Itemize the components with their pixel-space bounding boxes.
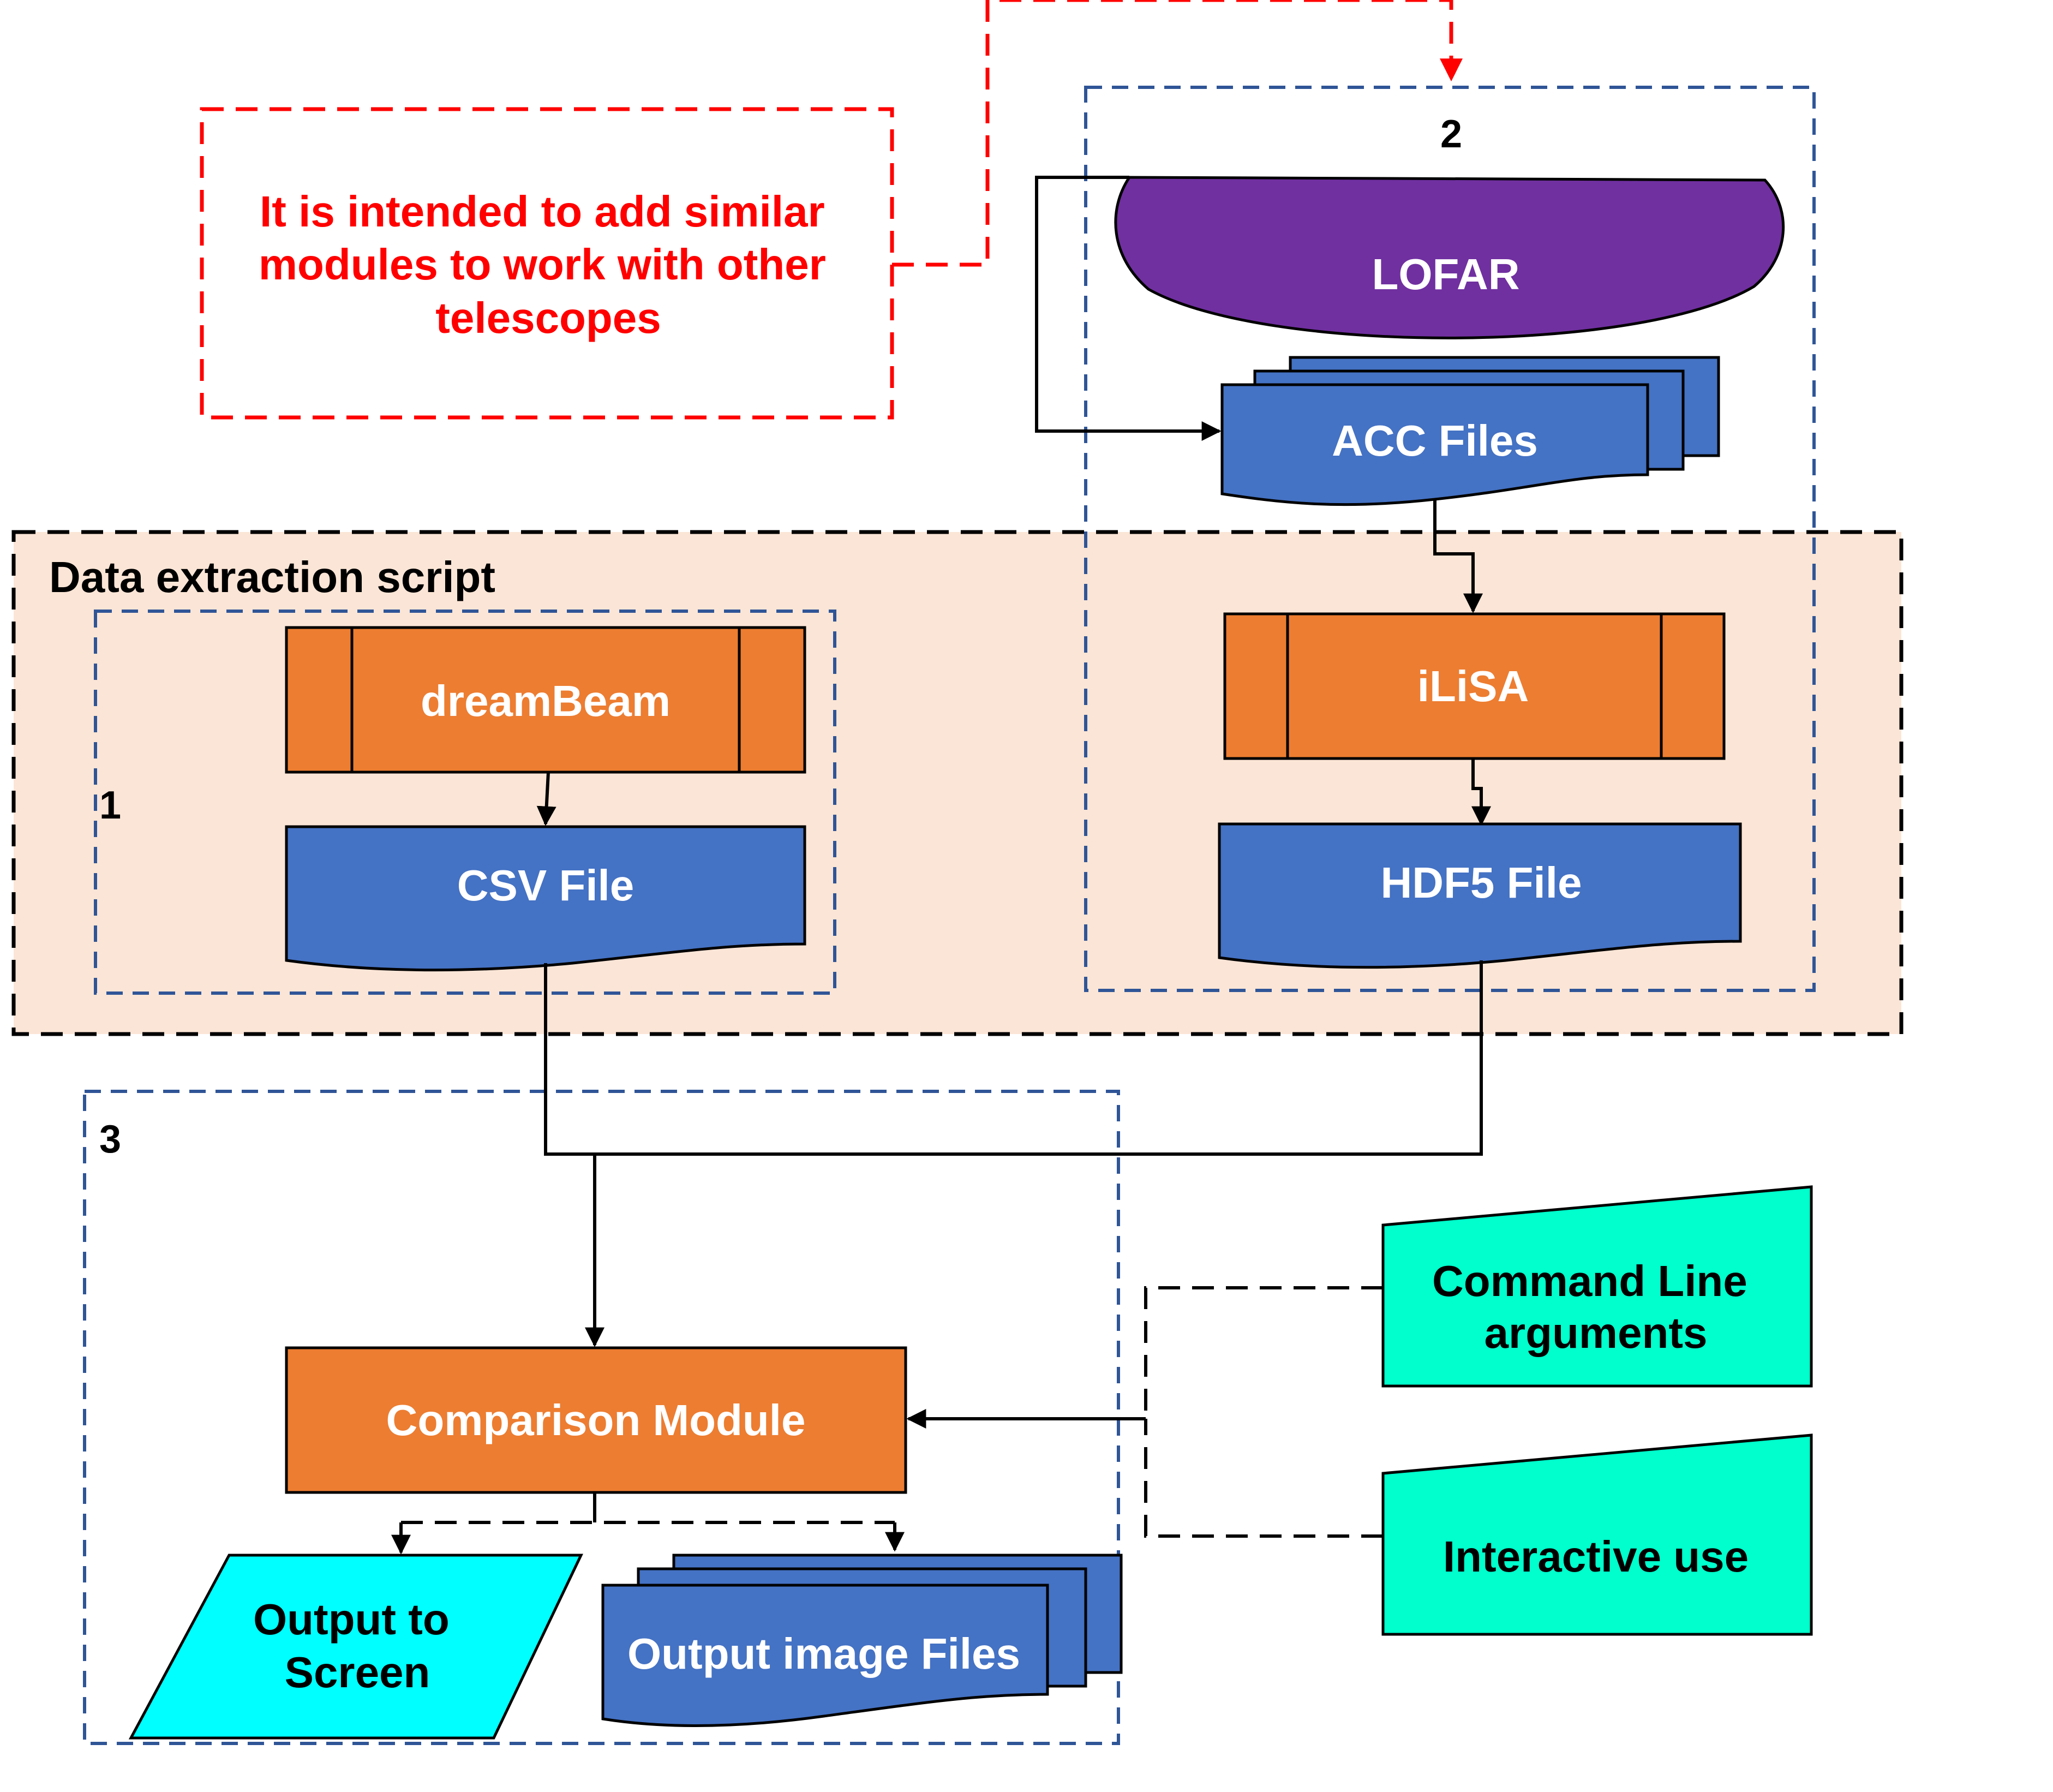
ilisa-box [1223, 612, 1726, 760]
note-connector [892, 0, 1463, 267]
hdf5-to-merge-line [595, 960, 1483, 1156]
csv-file-label: CSV File [457, 861, 635, 910]
acc-to-ilisa-arrow [1433, 499, 1483, 613]
command-line-connector [1144, 1286, 1383, 1419]
module-3-group [83, 1090, 1120, 1745]
acc-files-node[interactable] [1220, 356, 1720, 506]
output-images-page-front [601, 1584, 1049, 1727]
telescope-note-box [200, 107, 894, 420]
interactive-use-label: Interactive use [1443, 1532, 1749, 1581]
lofar-to-acc-arrow [1035, 176, 1222, 441]
acc-files-label: ACC Files [1332, 416, 1538, 465]
module-2-group [1084, 86, 1816, 992]
comparison-module-label: Comparison Module [386, 1396, 806, 1444]
interactive-use-connector [1144, 1419, 1383, 1538]
output-screen-node[interactable] [128, 1554, 583, 1740]
interactive-use-node[interactable] [1381, 1433, 1813, 1636]
output-images-node[interactable] [601, 1554, 1123, 1727]
lofar-node[interactable] [1114, 176, 1785, 339]
dreambeam-box [285, 626, 806, 774]
module-2-number: 2 [1440, 112, 1462, 156]
output-images-label: Output image Files [627, 1629, 1020, 1678]
ilisa-label: iLiSA [1417, 662, 1529, 710]
telescope-note-text: It is intended to add similar modules to… [259, 187, 838, 342]
module-1-number: 1 [99, 784, 121, 827]
lofar-label: LOFAR [1372, 250, 1519, 298]
module-1-group [94, 610, 836, 995]
module-3-number: 3 [99, 1118, 121, 1161]
dreambeam-label: dreamBeam [421, 677, 671, 725]
ilisa-node[interactable] [1223, 612, 1726, 760]
hdf5-file-label: HDF5 File [1381, 858, 1582, 907]
acc-files-page-front [1220, 383, 1649, 506]
csv-to-merge-line [544, 963, 595, 1156]
command-line-node[interactable] [1381, 1185, 1813, 1388]
dreambeam-node[interactable] [285, 626, 806, 774]
output-screen-label: Output to Screen [253, 1595, 462, 1697]
data-extraction-label: Data extraction script [49, 553, 495, 601]
command-line-label: Command Line arguments [1432, 1257, 1759, 1357]
csv-file-node[interactable] [285, 825, 806, 972]
dreambeam-to-csv-arrow [536, 772, 556, 826]
hdf5-file-node[interactable] [1218, 822, 1742, 969]
ilisa-to-hdf5-arrow [1471, 758, 1491, 826]
